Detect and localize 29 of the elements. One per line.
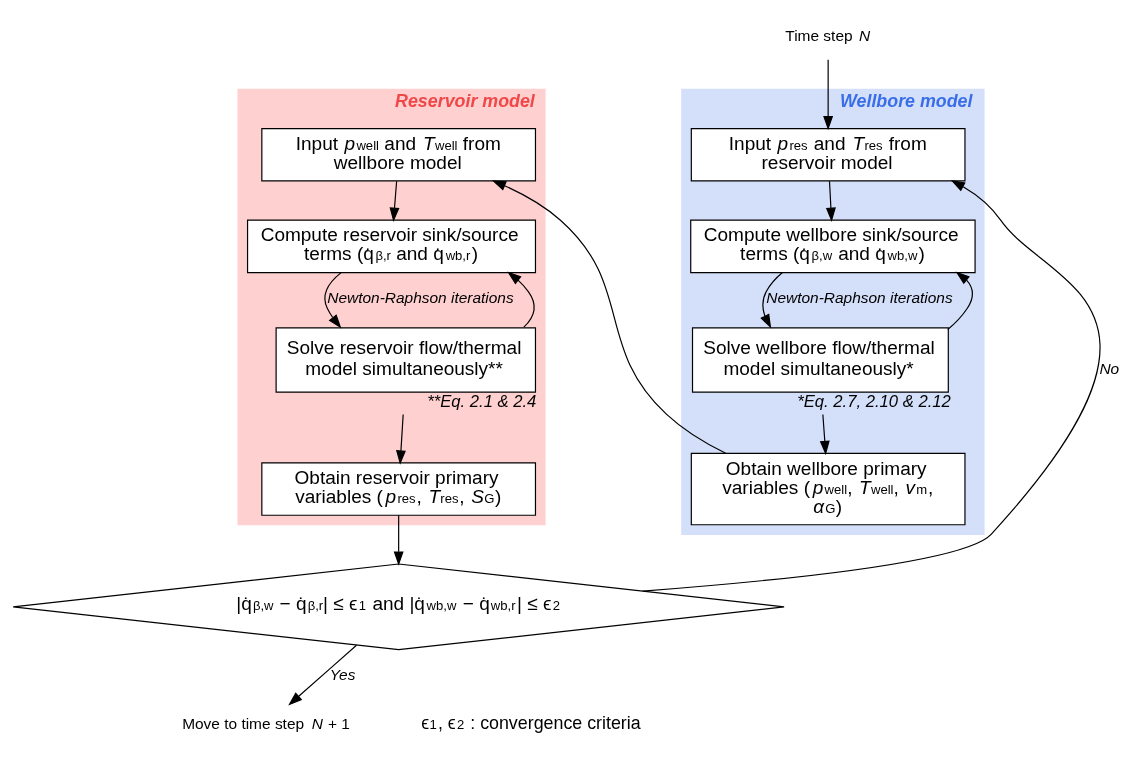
arrow [393,514,404,566]
arrow [288,644,358,706]
node-box: Compute reservoir sink/source terms (q̇β,r and q̇wb,r) [246,219,537,273]
arrow [491,179,727,454]
arrow [324,271,342,329]
node-box: Obtain wellbore primary variables (pwell, Twell, vm, αG) [690,452,966,525]
node-box: Input pres and Tres from reservoir model [690,127,966,182]
node-text: Time step N [785,26,871,44]
arrow [947,270,973,330]
arrow [823,58,834,130]
node-box: Input pwell and Twell from wellbore model [261,127,537,182]
node-label: *Eq. 2.7, 2.10 & 2.12 [797,391,951,411]
arrow [395,413,406,465]
node-box: Compute wellbore sink/source terms (q̇β,w and q̇wb,w) [690,219,976,273]
arrow [760,271,784,328]
edge-label: Newton-Raphson iterations [766,288,953,306]
edge-label: No [1099,359,1120,377]
node-diamond: |q̇β,w − q̇β,r| ≤ ϵ1 and |q̇wb,w − q̇wb,r| ≤ ϵ2 [12,562,785,650]
arrow [507,271,535,328]
edge-label: Yes [329,665,356,683]
arrow [642,179,1100,592]
node-text: Move to time step N + 1 [182,714,350,732]
arrow [819,413,830,455]
node-label: **Eq. 2.1 & 2.4 [427,391,537,411]
arrow [825,180,836,222]
edge-label: Newton-Raphson iterations [327,288,514,306]
arrow [389,180,400,222]
node-box: Obtain reservoir primary variables (pres, Tres, SG) [261,461,537,516]
label: ϵ1, ϵ2 : convergence criteria [421,712,641,733]
